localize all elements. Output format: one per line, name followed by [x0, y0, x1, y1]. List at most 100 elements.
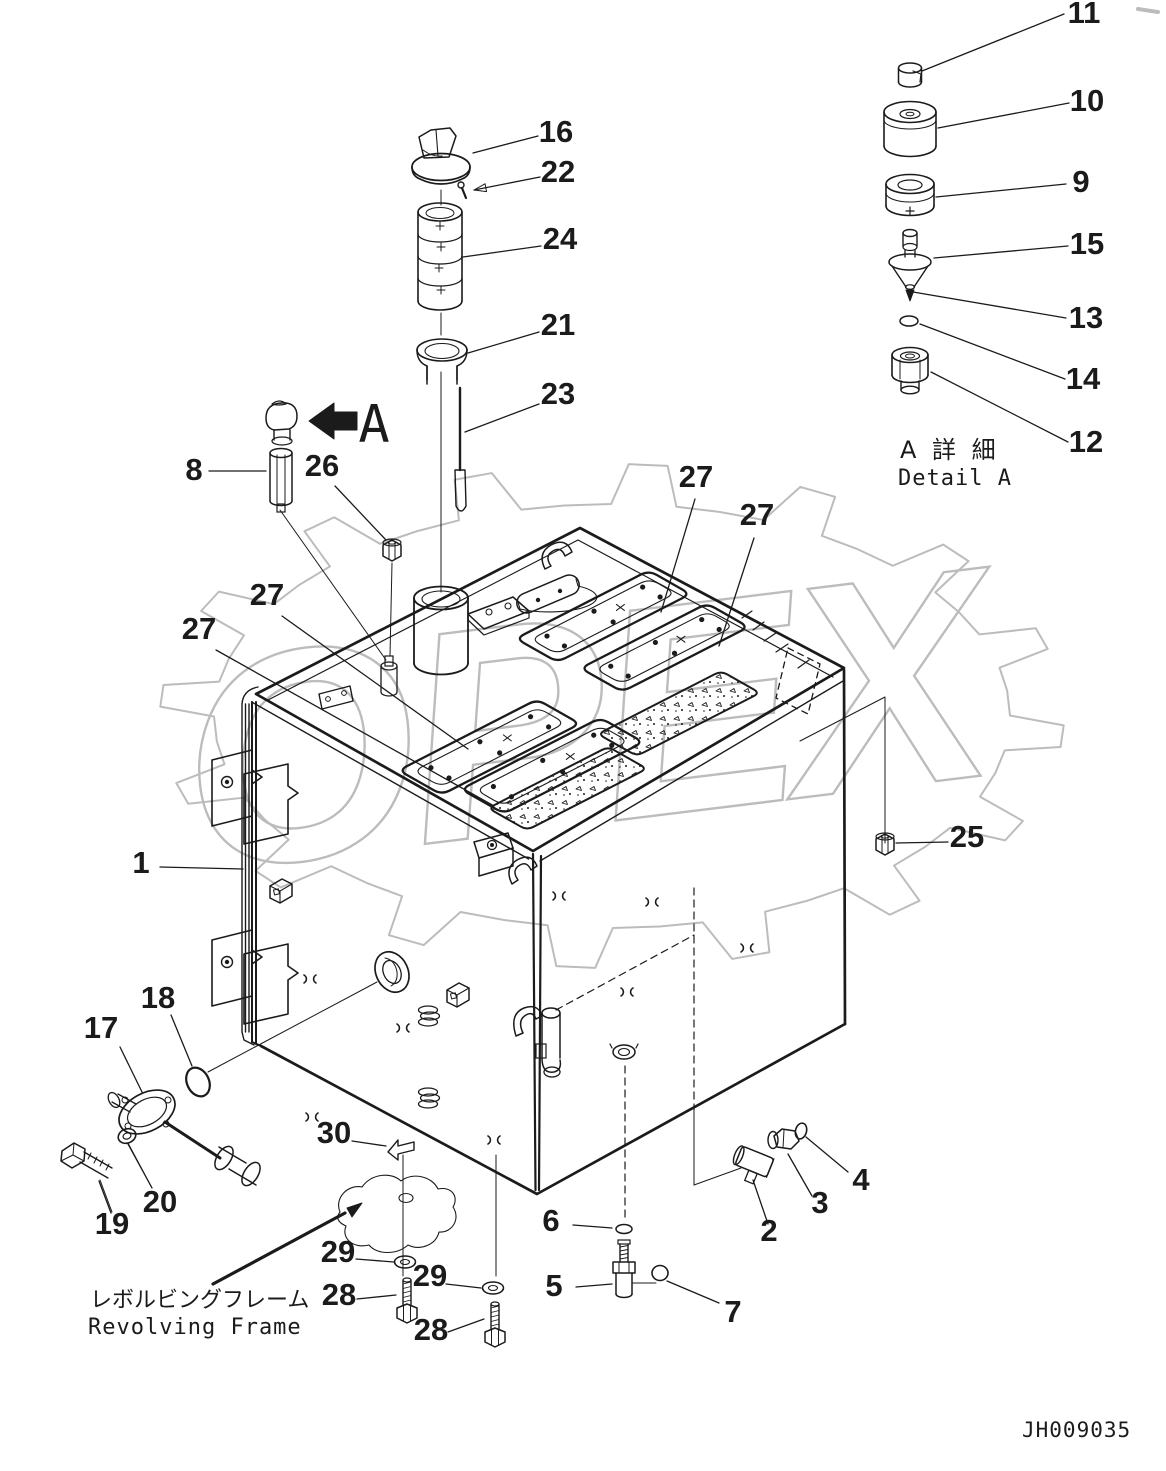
part-number-13-12: 13: [1069, 300, 1103, 335]
part-number-24-23: 24: [543, 221, 578, 256]
part-number-26-25: 26: [305, 448, 339, 483]
part-number-2-1: 2: [760, 1213, 777, 1248]
part-number-21-20: 21: [541, 307, 575, 342]
spring-coil: [417, 1005, 441, 1027]
breather-cap: [265, 400, 298, 446]
clip-symbols: [303, 891, 754, 1145]
cover-plate: [401, 700, 578, 794]
top-fixtures: [318, 541, 598, 885]
tank-bottom-edge: [259, 1022, 847, 1196]
filler-neck: [413, 585, 469, 676]
revolving-frame-note-jp: レボルビングフレーム: [90, 1288, 309, 1313]
part-number-9-8: 9: [1072, 164, 1089, 199]
part-number-19-18: 19: [95, 1206, 129, 1241]
bolt-28: [484, 1301, 506, 1348]
detail-a-note-en: Detail A: [898, 466, 1012, 491]
frame-arrow-head: [346, 1202, 363, 1218]
leader-line-22: [473, 176, 541, 191]
right-face-hardware: [513, 1005, 639, 1078]
part-number-4-3: 4: [852, 1162, 870, 1197]
bolt-28: [396, 1277, 418, 1324]
leader-line-24: [462, 245, 542, 258]
detail-a-note-jp: A 詳 細: [900, 436, 1000, 464]
fuel-tank: [211, 526, 847, 1196]
fuel-sender: [107, 1089, 261, 1187]
square-nut: [269, 878, 293, 904]
leader-line-15: [933, 245, 1069, 259]
watermark-gear-outline: [159, 463, 1065, 969]
edge-tab: [318, 685, 354, 710]
part-number-30-34: 30: [317, 1115, 351, 1150]
view-a-arrow: [308, 402, 358, 440]
part-number-23-22: 23: [541, 376, 575, 411]
leader-line-2: [752, 1179, 769, 1225]
breather-boss: [380, 655, 398, 697]
cap-11: [897, 62, 923, 88]
leader-line-9: [935, 183, 1067, 198]
view-a-letter: A: [358, 395, 389, 455]
part-number-18-17: 18: [141, 980, 175, 1015]
leader-line-4: [805, 1136, 849, 1173]
valve-15: [888, 228, 932, 302]
leader-line-18: [170, 1014, 193, 1067]
part-number-15-14: 15: [1070, 226, 1104, 261]
gasket-18: [185, 1066, 211, 1098]
leader-line-7: [666, 1280, 720, 1304]
strainer: [417, 202, 463, 311]
side-sheet-part1: [211, 686, 299, 1046]
guide-ring: [416, 338, 468, 385]
leader-line-3: [787, 1153, 813, 1197]
grit-strip: [490, 747, 645, 830]
part-number-11-10: 11: [1068, 0, 1101, 30]
dipstick: [454, 386, 467, 512]
plug-3: [767, 1128, 800, 1150]
lift-hook-rear: [541, 541, 573, 570]
watermark-opex-text: OPEX: [163, 501, 1023, 935]
part-number-8-7: 8: [185, 452, 202, 487]
cover-plate: [583, 604, 746, 691]
drawing-number: JH009035: [1022, 1418, 1131, 1442]
grit-strip: [600, 671, 758, 756]
part-number-29-33: 29: [413, 1258, 447, 1293]
leader-line-13: [912, 291, 1067, 319]
standoff: [269, 447, 293, 513]
leader-line-29: [445, 1283, 482, 1289]
part-number-29-32: 29: [321, 1234, 355, 1269]
exploded-parts: [60, 62, 937, 1348]
grommet-ring: [374, 950, 410, 994]
part-number-5-4: 5: [545, 1268, 562, 1303]
part-number-12-11: 12: [1069, 424, 1103, 459]
spring-coil: [417, 1087, 441, 1109]
leader-line-30: [351, 1140, 387, 1147]
callout-labels: 1234567891011121314151617181920212223242…: [84, 0, 1104, 1347]
part-number-6-5: 6: [542, 1203, 559, 1238]
construction-lines: [99, 189, 886, 1284]
part-number-28-30: 28: [322, 1277, 356, 1312]
drain-port: [609, 1043, 639, 1060]
part-number-22-21: 22: [541, 154, 575, 189]
nut-12: [891, 346, 929, 395]
cover-plates: [401, 571, 758, 830]
leader-line-16: [472, 135, 539, 154]
washer-20: [117, 1127, 137, 1145]
o-ring-7: [651, 1264, 669, 1282]
front-face-hardware: [269, 878, 470, 1109]
leader-line-25: [895, 841, 949, 844]
leader-line-17: [119, 1046, 143, 1093]
part-number-28-31: 28: [414, 1312, 448, 1347]
bolt-19: [60, 1142, 113, 1179]
leader-line-21: [467, 331, 540, 354]
leader-line-27: [718, 537, 755, 647]
shim-plate: [337, 1174, 457, 1254]
part-number-3-2: 3: [811, 1185, 828, 1220]
square-nut: [446, 982, 470, 1008]
part-number-17-16: 17: [84, 1010, 118, 1045]
part-number-27-29: 27: [740, 497, 774, 532]
part-number-1-0: 1: [132, 845, 149, 880]
tank-top-face: [254, 526, 846, 853]
clip-30: [387, 1139, 415, 1161]
part-number-27-26: 27: [250, 577, 284, 612]
mount-bracket: [211, 929, 299, 1025]
screw: [457, 181, 468, 200]
